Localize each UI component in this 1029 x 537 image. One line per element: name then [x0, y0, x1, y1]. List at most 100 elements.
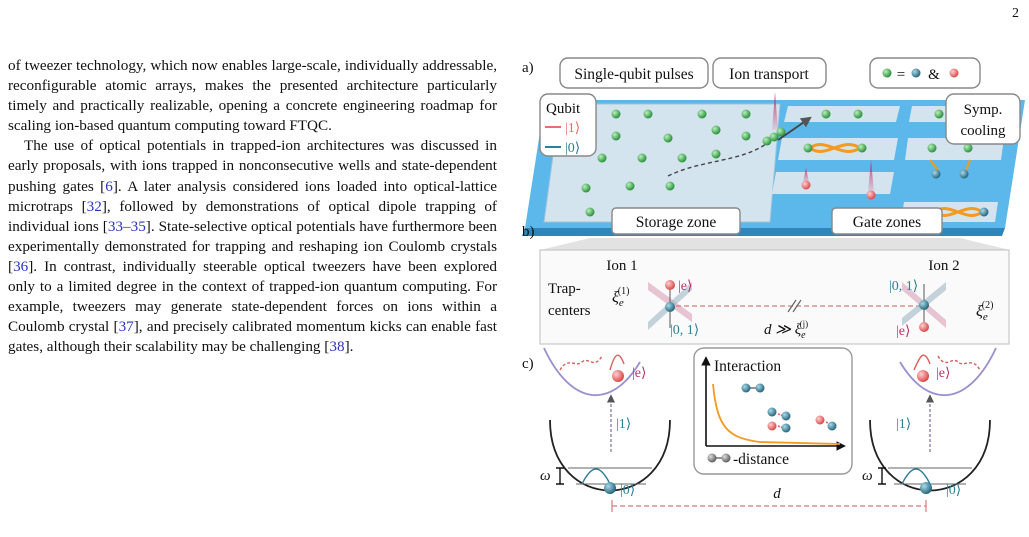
- trap-centers-label-line1: Trap-: [548, 281, 581, 297]
- ion-green: [927, 143, 937, 153]
- paragraph-2-text-6: ], and precisely calibrated momentum kic…: [8, 318, 498, 356]
- interaction-link: [809, 143, 861, 153]
- inset-x-label: -distance: [733, 451, 789, 468]
- paragraph-2-text-4: ]. State-selective optical potentials ha…: [8, 217, 498, 275]
- sympathetic-cooling-callout: [945, 93, 1021, 145]
- paragraph-2-text-2: ]. A later analysis considered ions load…: [8, 177, 497, 215]
- ion-green: [665, 181, 675, 191]
- ion-green: [741, 131, 751, 141]
- distance-relation: d ≫ ξe(j): [764, 319, 808, 341]
- legend-ion-red: [949, 68, 959, 78]
- tweezer-beam: [803, 168, 809, 182]
- omega-bracket-left: [556, 467, 564, 485]
- citation-link[interactable]: 6: [105, 177, 113, 195]
- ion-green: [611, 131, 621, 141]
- harmonic-potential-left: [549, 419, 671, 492]
- ion-2-ground: [919, 300, 929, 310]
- omega-left: ω: [540, 468, 551, 484]
- storage-zone-label: Storage zone: [636, 214, 717, 231]
- tweezer-beam: [772, 92, 778, 130]
- single-qubit-pulses-label: Single-qubit pulses: [574, 66, 693, 83]
- interaction-curve: [712, 383, 841, 445]
- ion-pair-bond: [777, 413, 785, 417]
- ion-green: [637, 153, 647, 163]
- state-0-right: |0⟩: [946, 483, 961, 498]
- gate-zone: [784, 106, 900, 122]
- ion-green: [597, 153, 607, 163]
- citation-link[interactable]: 33–35: [107, 217, 146, 235]
- gate-zone: [772, 172, 894, 194]
- ion-teal: [931, 169, 941, 179]
- citation-link[interactable]: 37: [118, 318, 134, 336]
- ion-transport-callout: [712, 57, 827, 89]
- sympathetic-cooling-label-line2: cooling: [961, 123, 1006, 139]
- qubit-legend-title: Qubit: [546, 101, 581, 117]
- ion-green: [762, 136, 772, 146]
- ion-green: [585, 207, 595, 217]
- excited-state-left: |e⟩: [632, 366, 646, 381]
- ion-legend-callout: [869, 57, 981, 89]
- legend-ion-green: [882, 68, 892, 78]
- excited-state-right: |e⟩: [936, 366, 950, 381]
- xi-1-symbol: ξe(1): [612, 286, 629, 309]
- ion-red: [767, 421, 777, 431]
- ion-teal: [604, 482, 616, 494]
- omega-bracket-right: [878, 467, 886, 485]
- ion-transport-label: Ion transport: [729, 66, 809, 83]
- ion-teal: [755, 383, 765, 393]
- tweezer-beam: [868, 160, 874, 192]
- ion-2-01-state: |0, 1⟩: [889, 279, 918, 294]
- gate-zones-label: Gate zones: [853, 214, 921, 231]
- panel-b-label: b): [522, 224, 535, 240]
- ion-green: [611, 109, 621, 119]
- panel-c-label: c): [522, 356, 534, 372]
- paragraph-2-text-7: ].: [344, 338, 354, 356]
- ion-1-01-state: |0, 1⟩: [670, 323, 699, 338]
- distance-label: d: [773, 486, 781, 502]
- ion-2-excited: [919, 322, 929, 332]
- ion-green: [643, 109, 653, 119]
- cooling-link: [965, 159, 971, 171]
- storage-zone-callout: [611, 207, 741, 235]
- paragraph-1: of tweezer technology, which now enables…: [8, 57, 497, 135]
- xi-2-symbol: ξe(2): [976, 300, 993, 323]
- ion-teal: [781, 423, 791, 433]
- ground-wavefunction-left: [581, 468, 611, 485]
- qubit-legend-callout: [539, 93, 597, 157]
- state-1-left: |1⟩: [616, 417, 631, 432]
- ion-green: [581, 183, 591, 193]
- storage-zone-area: [543, 103, 781, 223]
- citation-link[interactable]: 32: [86, 197, 102, 215]
- paragraph-2-text-5: ]. In contrast, individually steerable o…: [8, 257, 497, 336]
- ion-green: [677, 153, 687, 163]
- zoom-wedge: [540, 238, 1010, 250]
- ion-green: [857, 143, 867, 153]
- legend-ion-teal: [911, 68, 921, 78]
- wavepacket-excited-left: [559, 355, 603, 371]
- excited-potential-right: [899, 347, 997, 397]
- ion-2-e-state: |e⟩: [896, 324, 910, 339]
- paragraph-2-text-1: The use of optical potentials in trapped…: [8, 137, 497, 195]
- ion-teal: [979, 207, 989, 217]
- ion-red: [612, 370, 624, 382]
- state-1-right: |1⟩: [896, 417, 911, 432]
- ion-teal: [959, 169, 969, 179]
- page-number: 2: [1012, 6, 1019, 21]
- ion-gray: [707, 453, 717, 463]
- sympathetic-cooling-label-line1: Symp.: [964, 102, 1003, 118]
- transport-path: [667, 143, 767, 177]
- citation-link[interactable]: 36: [13, 257, 29, 275]
- ion-teal: [781, 411, 791, 421]
- ion-1-label: Ion 1: [606, 258, 637, 274]
- ion-green: [711, 149, 721, 159]
- wavepacket-excited-right: [913, 354, 931, 371]
- ion-teal: [741, 383, 751, 393]
- citation-link[interactable]: 38: [329, 338, 345, 356]
- qubit-state-1-label: |1⟩: [565, 121, 580, 136]
- ion-2-label: Ion 2: [928, 258, 959, 274]
- ion-green: [741, 109, 751, 119]
- ion-green: [697, 109, 707, 119]
- wavepacket-excited-left: [609, 354, 625, 371]
- figure: a): [520, 44, 1029, 537]
- ion-green: [803, 143, 813, 153]
